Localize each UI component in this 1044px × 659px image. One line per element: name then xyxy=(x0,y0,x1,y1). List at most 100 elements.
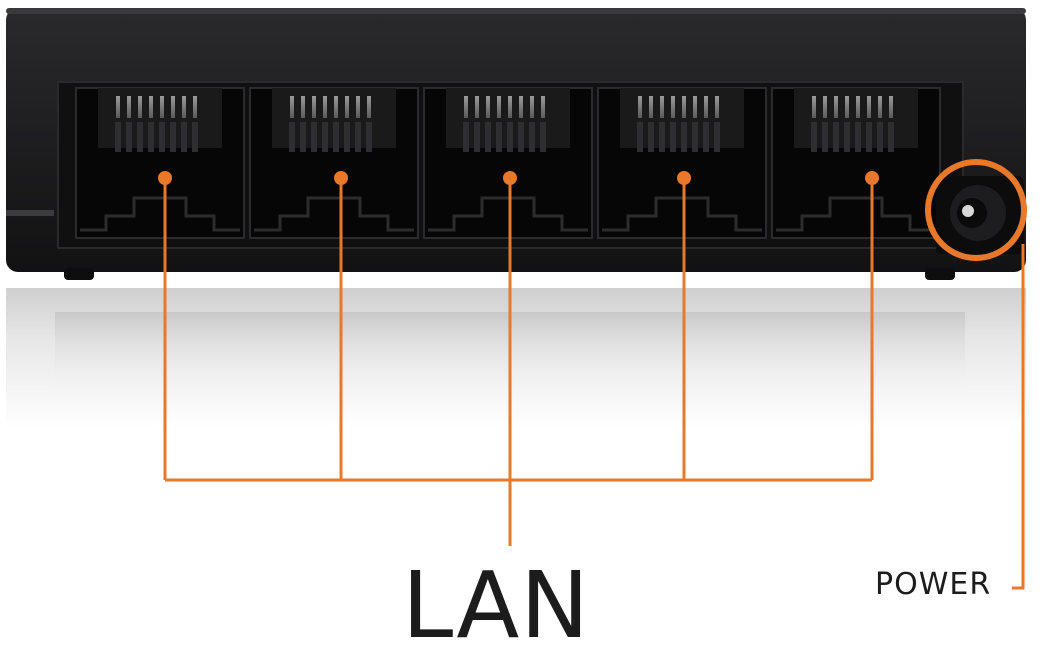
contact-slot xyxy=(714,122,720,152)
lan-port-3 xyxy=(423,87,593,239)
contact-pin xyxy=(530,96,534,118)
contact-pin xyxy=(671,96,675,118)
contact-pin xyxy=(138,96,142,118)
contact-slot xyxy=(681,122,687,152)
port-marker-3 xyxy=(503,171,517,185)
contact-pin xyxy=(856,96,860,118)
contact-slot xyxy=(877,122,883,152)
contact-pin xyxy=(812,96,816,118)
contact-slot xyxy=(670,122,676,152)
contact-slot xyxy=(518,122,524,152)
contact-pin xyxy=(823,96,827,118)
contact-slot xyxy=(115,122,121,152)
contact-pin xyxy=(834,96,838,118)
contact-pin xyxy=(149,96,153,118)
contact-slot xyxy=(485,122,491,152)
lan-leader-lines xyxy=(163,178,874,546)
contact-pin xyxy=(367,96,371,118)
port-marker-1 xyxy=(158,171,172,185)
power-highlight-ring xyxy=(925,159,1027,261)
contact-pin xyxy=(312,96,316,118)
lan-port-2 xyxy=(249,87,419,239)
contact-pin xyxy=(497,96,501,118)
power-leader-line xyxy=(1012,244,1025,590)
contact-slot xyxy=(137,122,143,152)
contact-slot xyxy=(181,122,187,152)
contact-pin xyxy=(541,96,545,118)
contact-slot xyxy=(333,122,339,152)
contact-slot xyxy=(866,122,872,152)
contact-pin xyxy=(356,96,360,118)
contact-pin xyxy=(290,96,294,118)
contact-pin xyxy=(715,96,719,118)
contact-pin xyxy=(867,96,871,118)
contact-slot xyxy=(855,122,861,152)
contact-pin xyxy=(889,96,893,118)
port-markers xyxy=(158,171,879,185)
contact-slot xyxy=(192,122,198,152)
contact-pin xyxy=(704,96,708,118)
contact-pin xyxy=(519,96,523,118)
contact-slot xyxy=(289,122,295,152)
contact-pin xyxy=(878,96,882,118)
contact-slot xyxy=(844,122,850,152)
contact-pin xyxy=(116,96,120,118)
power-port xyxy=(936,176,1024,254)
foot-right xyxy=(925,268,955,280)
contact-slot xyxy=(692,122,698,152)
contact-slot xyxy=(811,122,817,152)
contact-slot xyxy=(355,122,361,152)
contact-slot xyxy=(888,122,894,152)
contact-slot xyxy=(159,122,165,152)
contact-pin xyxy=(193,96,197,118)
port-marker-2 xyxy=(334,171,348,185)
contact-slot xyxy=(474,122,480,152)
contact-pin xyxy=(660,96,664,118)
contact-slot xyxy=(833,122,839,152)
contact-pin xyxy=(486,96,490,118)
contact-pin xyxy=(508,96,512,118)
contact-pin xyxy=(171,96,175,118)
contact-slot xyxy=(126,122,132,152)
contact-slot xyxy=(366,122,372,152)
contact-pin xyxy=(160,96,164,118)
contact-slot xyxy=(300,122,306,152)
contact-pin xyxy=(334,96,338,118)
power-label: POWER xyxy=(875,567,992,602)
lan-port-5 xyxy=(771,87,941,239)
contact-pin xyxy=(323,96,327,118)
contact-slot xyxy=(344,122,350,152)
contact-slot xyxy=(648,122,654,152)
lan-ports xyxy=(75,87,941,239)
contact-slot xyxy=(659,122,665,152)
contact-pin xyxy=(682,96,686,118)
contact-slot xyxy=(148,122,154,152)
port-marker-4 xyxy=(677,171,691,185)
contact-slot xyxy=(311,122,317,152)
contact-pin xyxy=(845,96,849,118)
contact-pin xyxy=(638,96,642,118)
contact-pin xyxy=(301,96,305,118)
foot-left xyxy=(64,268,94,280)
contact-pin xyxy=(464,96,468,118)
contact-pin xyxy=(127,96,131,118)
lan-label: LAN xyxy=(402,552,591,659)
contact-pin xyxy=(475,96,479,118)
contact-slot xyxy=(322,122,328,152)
contact-pin xyxy=(182,96,186,118)
contact-slot xyxy=(637,122,643,152)
port-marker-5 xyxy=(865,171,879,185)
contact-slot xyxy=(822,122,828,152)
contact-slot xyxy=(529,122,535,152)
lan-port-4 xyxy=(597,87,767,239)
contact-pin xyxy=(693,96,697,118)
contact-slot xyxy=(496,122,502,152)
contact-pin xyxy=(345,96,349,118)
lan-port-1 xyxy=(75,87,245,239)
contact-slot xyxy=(170,122,176,152)
contact-pin xyxy=(649,96,653,118)
contact-slot xyxy=(507,122,513,152)
contact-slot xyxy=(463,122,469,152)
contact-slot xyxy=(703,122,709,152)
